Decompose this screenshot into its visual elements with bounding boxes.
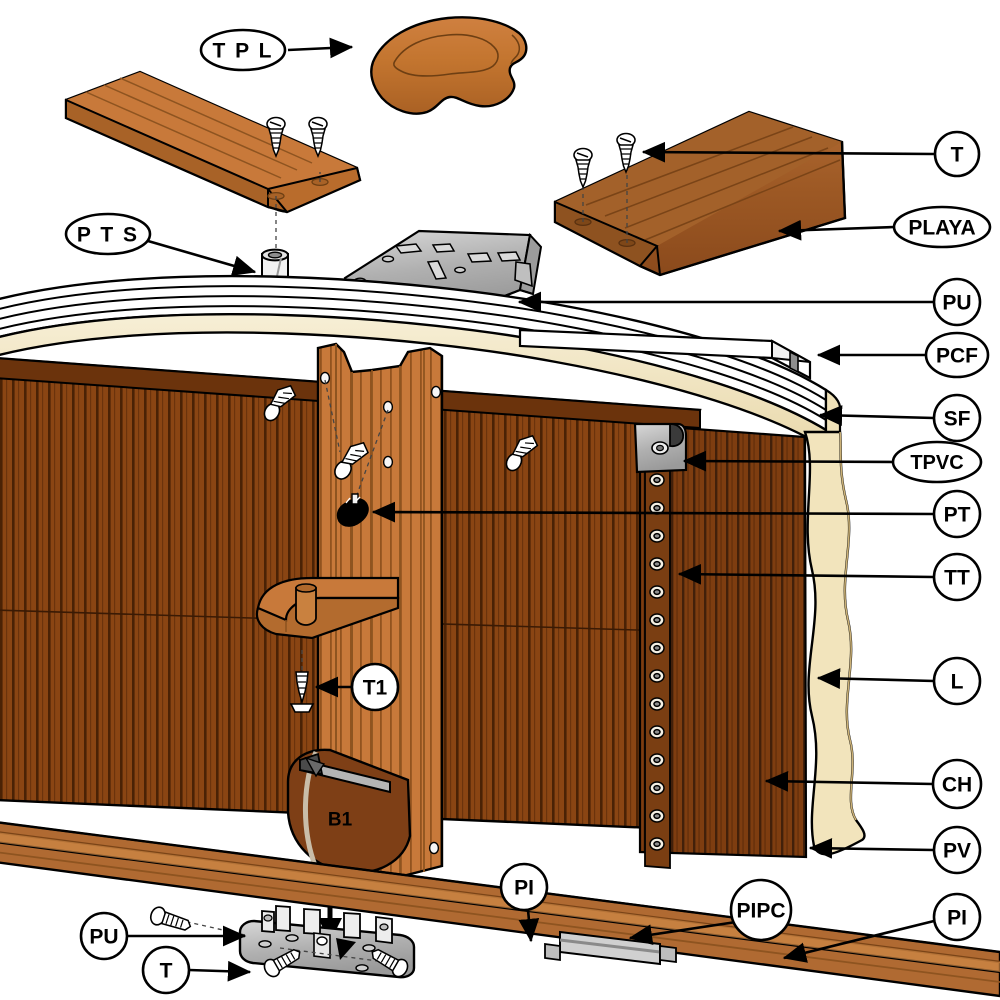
part-ch-curtain-right: [638, 423, 808, 859]
callout-label: TPVC: [910, 452, 963, 474]
callout-label: TT: [944, 567, 970, 590]
callout-leaders: [127, 37, 935, 982]
callout-outline: [932, 552, 982, 602]
callout-leader-tpvc: [682, 450, 894, 472]
callout-outline: [79, 911, 129, 961]
callout-pu_bot[interactable]: PU: [79, 911, 129, 961]
callout-label: SF: [944, 408, 971, 431]
callout-leader-pt: [371, 501, 935, 523]
screw-icon: [149, 906, 192, 931]
part-tt-eyelet-strip: [644, 454, 671, 869]
curtain-screws: [263, 384, 539, 472]
callout-label: PI: [514, 877, 534, 900]
callout-pcf[interactable]: PCF: [924, 331, 990, 379]
callout-leader-t_top: [641, 141, 935, 163]
callout-label: PV: [943, 840, 971, 863]
callout-playa[interactable]: PLAYA: [892, 205, 992, 249]
callout-outline: [141, 945, 191, 995]
callout-label: PIPC: [736, 900, 785, 923]
callout-bubbles: T P L T PLAYA PU PCF SF TPVC PT TT L CH PV PI P T S T1…: [64, 28, 992, 995]
callout-tpl[interactable]: T P L: [199, 28, 287, 72]
callout-pv[interactable]: PV: [932, 825, 982, 875]
screw-icon: [263, 948, 301, 978]
callout-label: PI: [947, 907, 967, 930]
callout-outline: [892, 205, 992, 249]
callout-outline: [924, 331, 990, 379]
callout-leader-pi_mid: [518, 909, 540, 943]
callout-pi_mid[interactable]: PI: [499, 862, 549, 912]
callout-leader-pipc: [628, 920, 737, 945]
callout-outline: [932, 825, 982, 875]
callout-leader-pv: [808, 837, 935, 859]
callout-tt[interactable]: TT: [932, 552, 982, 602]
callout-t1[interactable]: T1: [350, 662, 400, 712]
callout-outline: [932, 489, 982, 539]
callout-leader-ch: [764, 770, 934, 792]
part-pipc-connector: [544, 930, 677, 966]
part-tpl-end-cap: [370, 16, 528, 115]
callout-label: T1: [363, 677, 388, 700]
callout-outline: [350, 662, 400, 712]
part-t1-shelf: [255, 576, 400, 640]
part-slat-left: [64, 70, 362, 260]
callout-label: P T S: [77, 224, 139, 247]
callout-outline: [931, 758, 983, 810]
screw-icon: [334, 441, 369, 480]
callout-outline: [729, 878, 793, 942]
screw-icon: [505, 434, 539, 472]
callout-sf[interactable]: SF: [932, 393, 982, 443]
callout-leader-tt: [677, 563, 935, 585]
callout-pu_top[interactable]: PU: [932, 277, 982, 327]
callout-outline: [891, 440, 983, 484]
callout-outline: [932, 277, 982, 327]
callout-t_bot[interactable]: T: [141, 945, 191, 995]
part-pv-vertical-column: [255, 342, 444, 880]
callout-label: PU: [89, 926, 118, 949]
callout-outline: [932, 393, 982, 443]
callout-pt[interactable]: PT: [932, 489, 982, 539]
part-pt-fitting: [336, 493, 369, 527]
callout-label: PLAYA: [908, 217, 975, 240]
part-pcf-tube: [518, 328, 812, 380]
callout-label: CH: [942, 774, 972, 797]
callout-leader-t_bot: [188, 960, 252, 982]
callout-leader-playa: [777, 219, 895, 241]
screw-icon: [289, 671, 315, 713]
callout-label: PU: [942, 292, 971, 315]
part-tpvc-bracket: [633, 422, 688, 474]
screw-icon: [371, 948, 409, 978]
callout-leader-pts: [147, 239, 257, 276]
callout-leader-l: [816, 668, 935, 689]
callout-label: L: [951, 671, 964, 694]
eyelet-group: [649, 473, 665, 851]
callout-leader-sf: [818, 405, 935, 426]
callout-label: T P L: [213, 40, 274, 63]
part-b1-drum: B1: [286, 748, 412, 942]
callout-outline: [199, 28, 287, 72]
callout-pi_right[interactable]: PI: [932, 892, 982, 942]
callout-outline: [64, 212, 152, 256]
callout-outline: [932, 656, 982, 706]
callout-outline: [933, 130, 981, 178]
callout-ch[interactable]: CH: [931, 758, 983, 810]
callout-tpvc[interactable]: TPVC: [891, 440, 983, 484]
callout-leader-tpl: [287, 37, 354, 59]
callout-l[interactable]: L: [932, 656, 982, 706]
part-l-side-edge: [803, 430, 866, 856]
screw-icon: [263, 384, 297, 422]
part-pu-plate-bottom: [149, 905, 416, 979]
callout-pipc[interactable]: PIPC: [729, 878, 793, 942]
callout-outline: [932, 892, 982, 942]
callout-t_top[interactable]: T: [933, 130, 981, 178]
callout-leader-pi_right: [782, 919, 935, 963]
callout-label: T: [160, 960, 173, 983]
callout-label: T: [951, 144, 964, 167]
callout-label: PT: [944, 504, 971, 527]
callout-outline: [499, 862, 549, 912]
label-b1: B1: [328, 810, 353, 831]
callout-pts[interactable]: P T S: [64, 212, 152, 256]
callout-label: PCF: [936, 345, 978, 368]
